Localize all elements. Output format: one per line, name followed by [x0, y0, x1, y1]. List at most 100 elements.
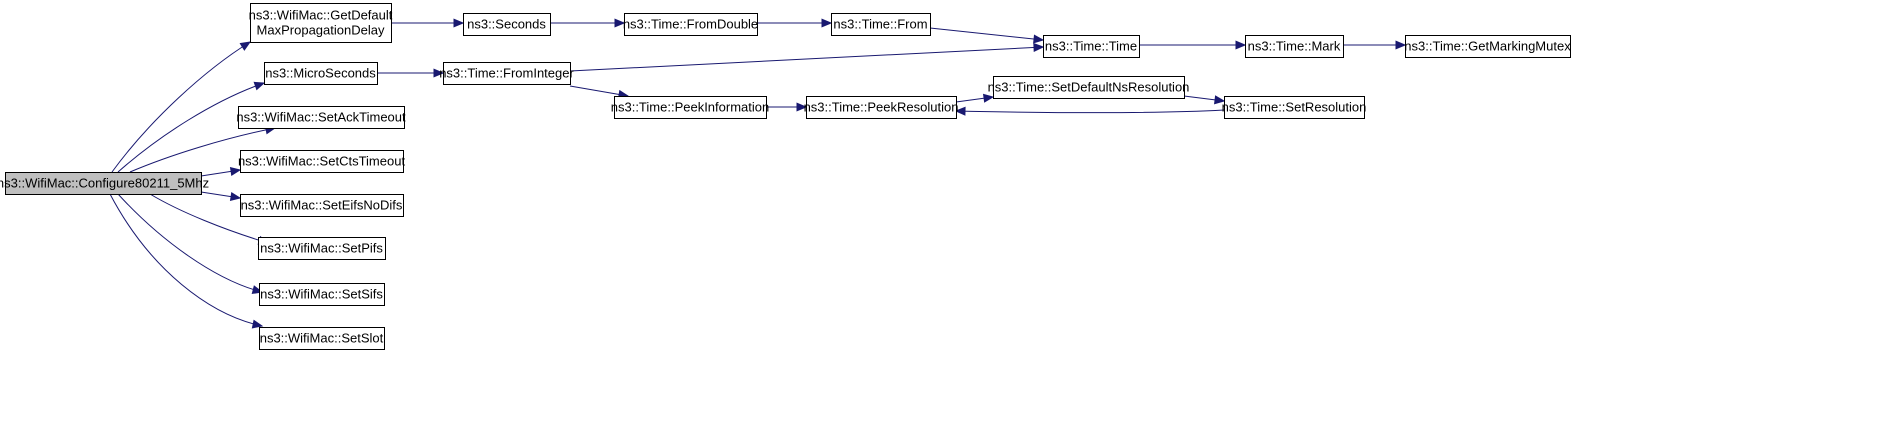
edge-configure-to-microseconds-arrowhead — [253, 81, 266, 91]
node-from-box[interactable] — [831, 13, 931, 36]
node-getmarkingmutex-label: ns3::Time::GetMarkingMutex — [1404, 39, 1571, 54]
node-setresolution[interactable]: ns3::Time::SetResolution — [1222, 96, 1367, 119]
edge-setdefaultnsresolution-to-setresolution — [1183, 95, 1226, 105]
edge-configure-to-setslot-arrowhead — [251, 319, 264, 329]
node-setsifs-box[interactable] — [259, 283, 385, 306]
node-time[interactable]: ns3::Time::Time — [1043, 35, 1140, 58]
edge-configure-to-microseconds-line — [117, 82, 265, 173]
node-mark-label: ns3::Time::Mark — [1248, 39, 1341, 54]
node-from-label: ns3::Time::From — [833, 17, 927, 32]
node-getdefault-label-line-1: ns3::WifiMac::GetDefault — [249, 8, 393, 23]
edges-layer — [109, 18, 1407, 329]
edge-peekresolution-to-setdefaultnsresolution-arrowhead — [982, 93, 995, 103]
node-setdefaultnsresolution[interactable]: ns3::Time::SetDefaultNsResolution — [988, 76, 1190, 99]
node-frominteger[interactable]: ns3::Time::FromInteger — [439, 62, 574, 85]
node-setpifs[interactable]: ns3::WifiMac::SetPifs — [258, 237, 386, 260]
node-mark-box[interactable] — [1245, 35, 1344, 58]
edge-configure-to-setsifs-line — [117, 193, 263, 293]
node-peekinformation-box[interactable] — [614, 96, 767, 119]
edge-fromdouble-to-from-arrowhead — [821, 18, 833, 28]
node-time-label: ns3::Time::Time — [1045, 39, 1137, 54]
edge-setresolution-to-peekresolution — [954, 106, 1225, 116]
edge-frominteger-to-time-arrowhead — [1033, 42, 1045, 53]
node-seconds[interactable]: ns3::Seconds — [463, 13, 551, 36]
node-seteifsnodifs[interactable]: ns3::WifiMac::SetEifsNoDifs — [240, 194, 404, 217]
edge-setdefaultnsresolution-to-setresolution-arrowhead — [1214, 95, 1226, 105]
edge-from-to-time — [929, 27, 1045, 44]
edge-frominteger-to-time — [569, 42, 1045, 72]
node-setctstimeout-box[interactable] — [240, 150, 404, 173]
edge-seconds-to-fromdouble-arrowhead — [614, 18, 626, 28]
node-peekresolution-label: ns3::Time::PeekResolution — [804, 100, 959, 115]
node-peekresolution[interactable]: ns3::Time::PeekResolution — [804, 96, 959, 119]
node-frominteger-label: ns3::Time::FromInteger — [439, 66, 574, 81]
node-setacktimeout[interactable]: ns3::WifiMac::SetAckTimeout — [236, 106, 406, 129]
edge-configure-to-setslot-line — [109, 193, 263, 327]
node-configure[interactable]: ns3::WifiMac::Configure80211_5Mhz — [0, 172, 209, 195]
edge-mark-to-getmarkingmutex — [1343, 40, 1407, 50]
node-getdefault-box[interactable] — [250, 3, 392, 43]
edge-setresolution-to-peekresolution-line — [955, 109, 1225, 114]
node-setpifs-label: ns3::WifiMac::SetPifs — [260, 241, 383, 256]
node-setresolution-box[interactable] — [1224, 96, 1365, 119]
edge-configure-to-setpifs-line — [149, 193, 269, 244]
node-seconds-label: ns3::Seconds — [467, 17, 546, 32]
edge-configure-to-setctstimeout — [200, 166, 242, 177]
node-setdefaultnsresolution-label: ns3::Time::SetDefaultNsResolution — [988, 80, 1190, 95]
node-setdefaultnsresolution-box[interactable] — [993, 76, 1185, 99]
node-seteifsnodifs-label: ns3::WifiMac::SetEifsNoDifs — [241, 198, 403, 213]
edge-configure-to-getdefault-arrowhead — [239, 41, 252, 51]
edge-microseconds-to-frominteger — [377, 68, 445, 78]
edge-microseconds-to-frominteger-arrowhead — [433, 68, 445, 78]
node-configure-label: ns3::WifiMac::Configure80211_5Mhz — [0, 176, 209, 191]
node-setsifs-label: ns3::WifiMac::SetSifs — [260, 287, 383, 302]
node-setctstimeout-label: ns3::WifiMac::SetCtsTimeout — [238, 154, 406, 169]
node-peekinformation[interactable]: ns3::Time::PeekInformation — [611, 96, 769, 119]
node-getdefault[interactable]: ns3::WifiMac::GetDefaultMaxPropagationDe… — [249, 3, 393, 43]
node-microseconds[interactable]: ns3::MicroSeconds — [264, 62, 378, 85]
edge-from-to-time-arrowhead — [1033, 34, 1045, 44]
edge-peekinformation-to-peekresolution — [766, 102, 808, 112]
node-setacktimeout-box[interactable] — [238, 106, 405, 129]
node-from[interactable]: ns3::Time::From — [831, 13, 931, 36]
edge-getdefault-to-seconds-arrowhead — [453, 18, 465, 28]
edge-configure-to-setslot — [109, 193, 264, 329]
edge-configure-to-setctstimeout-arrowhead — [229, 166, 242, 176]
edge-frominteger-to-peekinformation-line — [569, 85, 629, 97]
node-setsifs[interactable]: ns3::WifiMac::SetSifs — [259, 283, 385, 306]
edge-getdefault-to-seconds — [391, 18, 465, 28]
node-setslot-label: ns3::WifiMac::SetSlot — [260, 331, 384, 346]
node-fromdouble-label: ns3::Time::FromDouble — [623, 17, 758, 32]
node-frominteger-box[interactable] — [443, 62, 571, 85]
edge-peekresolution-to-setdefaultnsresolution — [955, 93, 995, 103]
node-setslot[interactable]: ns3::WifiMac::SetSlot — [259, 327, 385, 350]
node-peekinformation-label: ns3::Time::PeekInformation — [611, 100, 769, 115]
edge-fromdouble-to-from — [757, 18, 833, 28]
node-time-box[interactable] — [1043, 35, 1140, 58]
edge-mark-to-getmarkingmutex-arrowhead — [1395, 40, 1407, 50]
node-getmarkingmutex[interactable]: ns3::Time::GetMarkingMutex — [1404, 35, 1571, 58]
nodes-layer: ns3::WifiMac::Configure80211_5Mhzns3::Wi… — [0, 3, 1571, 350]
node-microseconds-box[interactable] — [264, 62, 378, 85]
node-setpifs-box[interactable] — [258, 237, 386, 260]
edge-time-to-mark-arrowhead — [1235, 40, 1247, 50]
node-microseconds-label: ns3::MicroSeconds — [265, 66, 376, 81]
node-setslot-box[interactable] — [259, 327, 385, 350]
node-setctstimeout[interactable]: ns3::WifiMac::SetCtsTimeout — [238, 150, 406, 173]
node-peekresolution-box[interactable] — [806, 96, 957, 119]
node-configure-box[interactable] — [5, 172, 202, 195]
node-seteifsnodifs-box[interactable] — [240, 194, 404, 217]
node-seconds-box[interactable] — [463, 13, 551, 36]
edge-time-to-mark — [1139, 40, 1247, 50]
node-fromdouble-box[interactable] — [624, 13, 758, 36]
edge-from-to-time-line — [929, 27, 1044, 41]
edge-seconds-to-fromdouble — [550, 18, 626, 28]
node-mark[interactable]: ns3::Time::Mark — [1245, 35, 1344, 58]
edge-setresolution-to-peekresolution-arrowhead — [954, 106, 966, 116]
edge-configure-to-microseconds — [117, 81, 266, 173]
edge-configure-to-seteifsnodifs-arrowhead — [229, 192, 242, 202]
node-fromdouble[interactable]: ns3::Time::FromDouble — [623, 13, 758, 36]
node-getmarkingmutex-box[interactable] — [1405, 35, 1571, 58]
edge-configure-to-setacktimeout-line — [129, 127, 276, 173]
